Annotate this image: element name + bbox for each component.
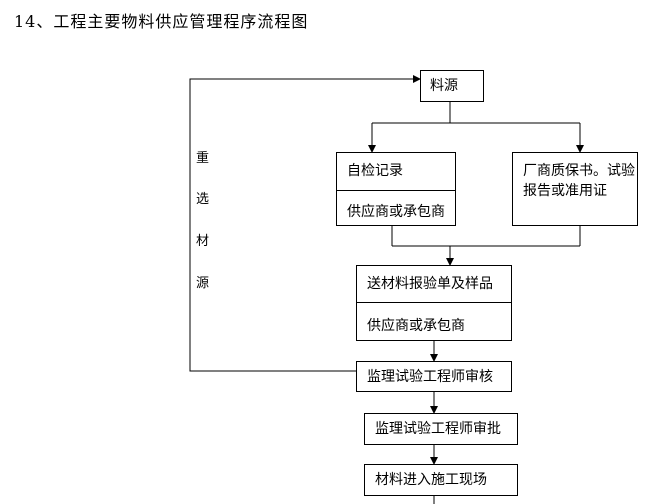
node-submit-sub: 供应商或承包商 [367, 318, 465, 334]
node-approve-label: 监理试验工程师审批 [375, 421, 501, 437]
node-enter-site: 材料进入施工现场 [364, 464, 518, 496]
side-label-char-2: 选 [196, 192, 210, 207]
node-self-check-divider [337, 190, 455, 191]
node-source-label: 料源 [430, 78, 458, 94]
node-self-check: 自检记录 供应商或承包商 [336, 152, 456, 226]
node-review: 监理试验工程师审核 [356, 361, 512, 392]
node-submit-title: 送材料报验单及样品 [367, 276, 493, 292]
node-source: 料源 [420, 70, 484, 102]
node-approve: 监理试验工程师审批 [364, 413, 518, 445]
node-mfr-cert-line2: 报告或准用证 [523, 183, 607, 199]
node-submit-divider [357, 302, 511, 303]
node-mfr-cert-line1: 厂商质保书。试验 [523, 163, 635, 179]
node-self-check-sub: 供应商或承包商 [347, 204, 445, 220]
side-label-char-4: 源 [196, 276, 210, 291]
node-enter-site-label: 材料进入施工现场 [375, 472, 487, 488]
side-label-char-1: 重 [196, 151, 210, 166]
node-self-check-title: 自检记录 [347, 163, 403, 179]
node-review-label: 监理试验工程师审核 [367, 369, 493, 385]
page-title: 14、工程主要物料供应管理程序流程图 [14, 12, 309, 31]
feedback-loop-arrow [189, 75, 421, 372]
node-mfr-cert: 厂商质保书。试验 报告或准用证 [512, 152, 638, 226]
side-label-char-3: 材 [196, 234, 210, 249]
node-submit: 送材料报验单及样品 供应商或承包商 [356, 265, 512, 341]
